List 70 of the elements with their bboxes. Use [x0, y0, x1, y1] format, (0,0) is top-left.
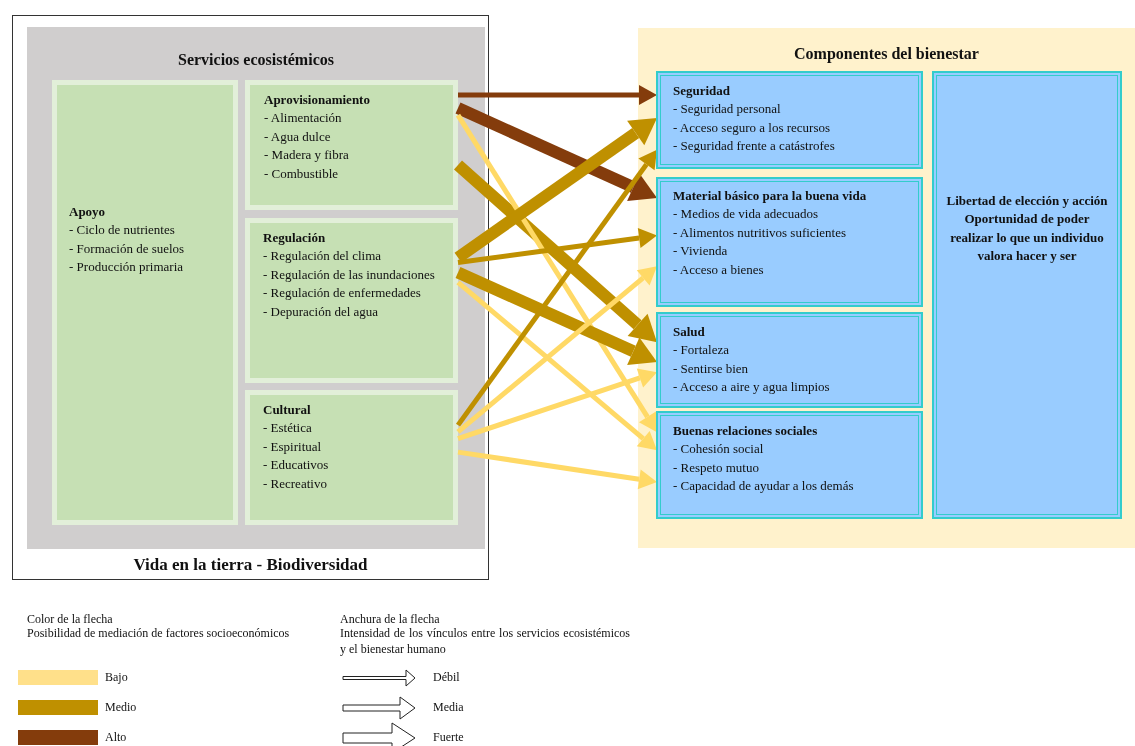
list-item: - Regulación del clima: [263, 247, 383, 266]
list-item: - Regulación de enfermedades: [263, 284, 422, 303]
list-item: - Acceso seguro a los recursos: [673, 118, 832, 137]
list-item: - Sentirse bien: [673, 359, 750, 378]
list-item: - Alimentación: [264, 109, 343, 128]
arrow: [455, 266, 657, 365]
list-item: - Educativos: [263, 456, 330, 475]
list-item: - Estética: [263, 419, 313, 438]
legend-label: Media: [433, 700, 464, 715]
box-heading: Salud: [673, 323, 706, 341]
panel-title: Servicios ecosistémicos: [177, 50, 335, 70]
wellbeing-box: [933, 72, 1121, 518]
box-heading: Buenas relaciones sociales: [673, 422, 819, 440]
wellbeing-panel: [638, 28, 1135, 548]
service-box: [52, 80, 238, 525]
arrow: [456, 266, 657, 434]
service-box: [245, 218, 458, 383]
arrow: [455, 102, 657, 201]
arrow: [456, 280, 657, 451]
legend-label: Bajo: [105, 670, 128, 685]
arrow: [457, 449, 657, 490]
arrow: [457, 228, 657, 266]
list-item: - Espiritual: [263, 437, 323, 456]
list-item: - Ciclo de nutrientes: [69, 221, 176, 240]
list-item: - Cohesión social: [673, 440, 765, 459]
list-item: - Seguridad personal: [673, 100, 782, 119]
list-item: - Agua dulce: [264, 127, 332, 146]
list-item: - Recreativo: [263, 474, 328, 493]
list-item: - Fortaleza: [673, 341, 730, 360]
legend-label: Medio: [105, 700, 137, 715]
list-item: - Depuración del agua: [263, 302, 380, 321]
legend-heading: Anchura de la flecha: [340, 612, 441, 628]
legend-label: Fuerte: [433, 730, 464, 745]
list-item: Oportunidad de poder realizar lo que un individuo valora hacer y ser: [949, 210, 1105, 266]
wellbeing-box: [657, 412, 922, 518]
service-box: [245, 390, 458, 525]
box-heading: Seguridad: [673, 82, 732, 100]
arrow: [457, 368, 657, 441]
list-item: - Acceso a bienes: [673, 260, 765, 279]
list-item: - Alimentos nutritivos suficientes: [673, 223, 847, 242]
wellbeing-box: [657, 313, 922, 407]
box-heading: Cultural: [263, 401, 312, 419]
list-item: - Seguridad frente a catástrofes: [673, 137, 836, 156]
box-heading: Libertad de elección y acción: [945, 192, 1109, 210]
list-item: - Combustible: [264, 164, 340, 183]
box-heading: Aprovisionamiento: [264, 91, 371, 109]
panel-title: Componentes del bienestar: [793, 44, 980, 65]
box-heading: Apoyo: [69, 203, 107, 221]
list-item: - Producción primaria: [69, 258, 185, 277]
legend-heading: Posibilidad de mediación de factores socioeconómicos: [27, 626, 291, 642]
legend-label: Alto: [105, 730, 127, 745]
wellbeing-box: [657, 178, 922, 306]
arrow: [458, 85, 657, 106]
list-item: - Respeto mutuo: [673, 458, 760, 477]
list-item: - Regulación de las inundaciones: [263, 265, 436, 284]
list-item: - Medios de vida adecuados: [673, 205, 820, 224]
wellbeing-box: [657, 72, 922, 168]
service-box: [245, 80, 458, 210]
list-item: - Capacidad de ayudar a los demás: [673, 477, 855, 496]
arrow: [454, 118, 657, 263]
list-item: - Acceso a aire y agua limpios: [673, 378, 831, 397]
legend-heading: Color de la flecha: [27, 612, 114, 628]
list-item: - Vivienda: [673, 242, 729, 261]
panel-title: Vida en la tierra - Biodiversidad: [132, 553, 369, 576]
box-heading: Material básico para la buena vida: [673, 187, 868, 205]
list-item: - Madera y fibra: [264, 146, 350, 165]
list-item: - Formación de suelos: [69, 239, 186, 258]
legend-label: Débil: [433, 670, 460, 685]
box-heading: Regulación: [263, 229, 327, 247]
legend-heading: Intensidad de los vínculos entre los servicios ecosistémicos y el bienestar humano: [340, 626, 630, 658]
